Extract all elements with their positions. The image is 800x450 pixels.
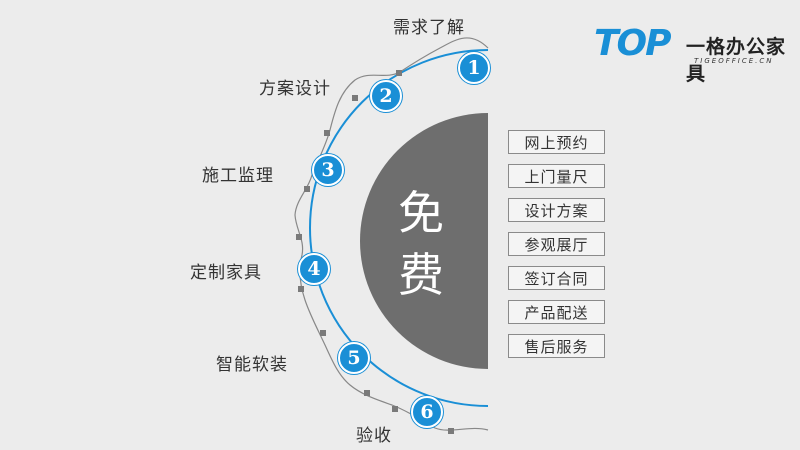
step-label-5: 智能软装 [216,355,288,375]
service-item-1: 网上预约 [508,130,605,154]
logo-url: TIGEOFFICE.CN [694,57,774,65]
step-label-6: 验收 [356,426,392,446]
logo-brand-text: TOP [594,23,672,64]
step-number-6: 6 [411,396,443,428]
step-label-2: 方案设计 [259,79,331,99]
marker-square [396,70,402,76]
marker-square [324,130,330,136]
service-item-4: 参观展厅 [508,232,605,256]
step-label-3: 施工监理 [202,166,274,186]
marker-square [448,428,454,434]
service-item-6: 产品配送 [508,300,605,324]
brand-logo: TOP 一格办公家具 TIGEOFFICE.CN [594,23,794,86]
step-number-4: 4 [298,253,330,285]
marker-square [296,234,302,240]
marker-square [320,330,326,336]
marker-square [352,95,358,101]
service-item-3: 设计方案 [508,198,605,222]
process-arc [309,49,489,407]
free-char-2: 费 [398,248,444,302]
logo-company-name: 一格办公家具 [686,36,787,85]
marker-square [304,186,310,192]
free-half-circle [360,113,488,369]
step-number-2: 2 [370,80,402,112]
service-item-7: 售后服务 [508,334,605,358]
service-item-2: 上门量尺 [508,164,605,188]
step-number-1: 1 [458,52,490,84]
step-label-4: 定制家具 [190,263,262,283]
marker-square [364,390,370,396]
free-char-1: 免 [398,186,444,240]
marker-square [392,406,398,412]
service-item-5: 签订合同 [508,266,605,290]
marker-square [298,286,304,292]
step-number-5: 5 [338,342,370,374]
step-number-3: 3 [312,154,344,186]
step-label-1: 需求了解 [393,18,465,38]
